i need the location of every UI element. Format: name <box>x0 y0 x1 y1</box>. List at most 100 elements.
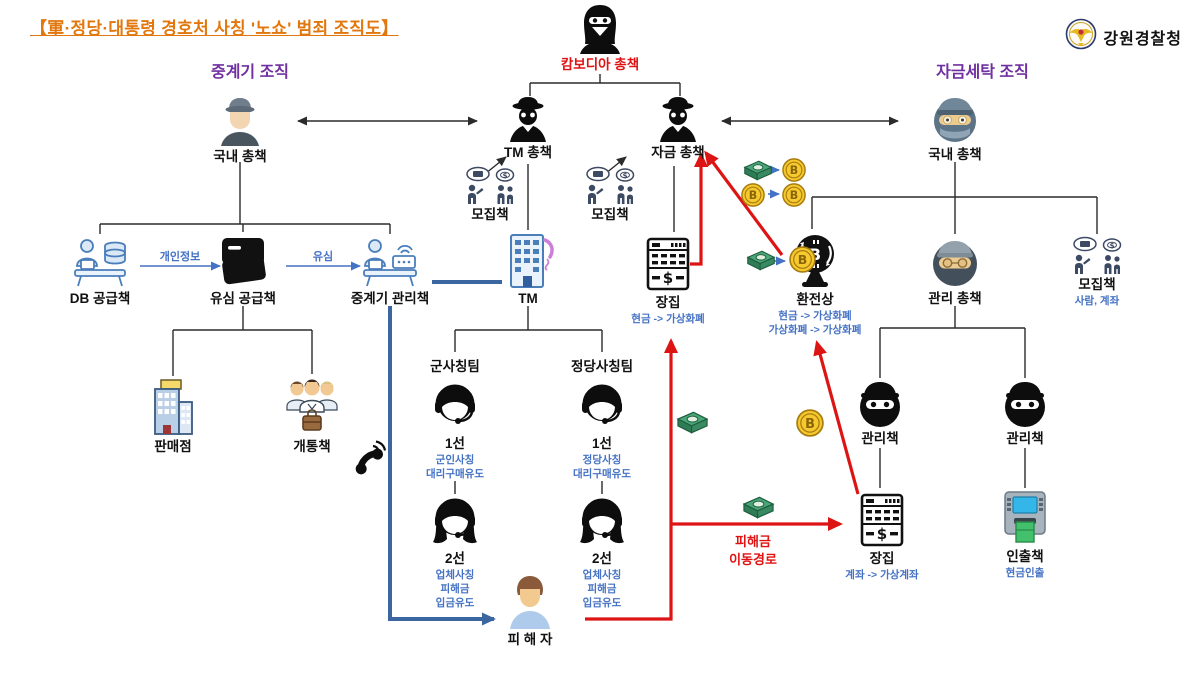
node-label: 장집 <box>655 295 681 310</box>
node-recruiter-tm: $ 모집책 <box>450 166 530 224</box>
node-recruiter-right: $ 모집책 사람, 계좌 <box>1052 236 1142 308</box>
recruiter-icon: $ <box>1071 236 1123 274</box>
svg-text:$: $ <box>877 525 887 543</box>
node-desc: 입금유도 <box>582 596 622 609</box>
svg-text:B: B <box>790 164 798 177</box>
node-desc: 피해금 <box>440 582 470 595</box>
phone-call-icon <box>350 440 387 481</box>
node-label: 1선 <box>592 436 612 451</box>
node-tm-office: TM <box>488 232 568 308</box>
node-recruiter-fund: $ 모집책 <box>570 166 650 224</box>
node-jangjip-cash: $ 장집 현금 -> 가상화폐 <box>603 234 733 326</box>
node-jangjip-account: $ 장집 계좌 -> 가상계좌 <box>817 490 947 582</box>
node-label: 관리책 <box>1006 431 1044 446</box>
svg-text:B: B <box>749 189 757 202</box>
node-desc: 피해금 <box>587 582 617 595</box>
node-label: DB 공급책 <box>69 291 131 306</box>
node-desc: 사람, 계좌 <box>1074 294 1120 307</box>
black-robber-icon <box>1001 380 1049 428</box>
section-laundering-org: 자금세탁 조직 <box>936 64 1029 81</box>
node-label: 인출책 <box>1006 549 1044 564</box>
headset-woman-icon <box>430 496 480 548</box>
black-robber-icon <box>856 380 904 428</box>
person-at-desk-server-icon <box>71 236 129 288</box>
money-bills-icon <box>676 410 709 439</box>
balaclava-robber-icon <box>931 236 979 288</box>
node-label: 중계기 관리책 <box>350 291 430 306</box>
ledger-icon: $ <box>641 234 695 292</box>
svg-text:B: B <box>790 189 798 202</box>
node-desc: 현금 -> 가상화폐 <box>778 309 852 322</box>
police-emblem-icon <box>1065 18 1097 55</box>
edge-label-personal-info: 개인정보 <box>159 251 201 263</box>
money-bills-icon <box>746 249 776 276</box>
node-desc: 군인사칭 <box>435 453 475 466</box>
svg-text:$: $ <box>1110 242 1115 250</box>
node-desc: 업체사칭 <box>582 568 622 581</box>
node-line1-party: 1선 정당사칭 대리구매유도 <box>547 381 657 481</box>
page-title: 【軍·정당·대통령 경호처 사칭 '노쇼' 범죄 조직도】 <box>30 19 399 38</box>
node-label: 모집책 <box>1078 277 1116 292</box>
node-domestic-boss-left: 국내 총책 <box>195 96 285 166</box>
node-line1-military: 1선 군인사칭 대리구매유도 <box>400 381 510 481</box>
node-label: 모집책 <box>591 207 629 222</box>
node-label: 관리 총책 <box>928 291 982 306</box>
node-desc: 현금 -> 가상화폐 <box>631 312 705 325</box>
node-tm-boss: TM 총책 <box>483 96 573 162</box>
fedora-man-icon <box>217 96 263 146</box>
node-manager-2: 관리책 <box>985 380 1065 448</box>
node-withdrawer: 인출책 현금인출 <box>975 490 1075 580</box>
node-label: 국내 총책 <box>928 147 982 162</box>
svg-text:$: $ <box>663 269 673 287</box>
node-label: 유심 공급책 <box>210 291 276 306</box>
node-label: 자금 총책 <box>651 145 705 160</box>
victim-person-icon <box>505 574 555 629</box>
svg-text:$: $ <box>623 172 628 180</box>
bitcoin-icon: B <box>741 183 765 212</box>
bitcoin-icon: B <box>782 158 806 187</box>
edge-label-sim: 유심 <box>312 251 334 263</box>
damage-route-label: 피해금 이동경로 <box>729 534 777 567</box>
node-label: 개통책 <box>293 439 331 454</box>
node-store: 판매점 <box>128 378 218 456</box>
node-label: 국내 총책 <box>213 149 267 164</box>
node-relay-manager: 중계기 관리책 <box>330 236 450 308</box>
person-at-desk-router-icon <box>360 236 420 288</box>
svg-text:$: $ <box>503 172 508 180</box>
section-relay-org: 중계기 조직 <box>210 64 290 81</box>
node-desc: 업체사칭 <box>435 568 475 581</box>
node-desc: 대리구매유도 <box>426 467 484 480</box>
node-label: 관리책 <box>861 431 899 446</box>
node-label: 1선 <box>445 436 465 451</box>
node-desc: 정당사칭 <box>582 453 622 466</box>
spy-icon <box>653 96 703 142</box>
node-desc: 입금유도 <box>435 596 475 609</box>
node-cambodia-boss: 캄보디아 총책 <box>545 4 655 74</box>
headset-woman-icon <box>577 496 627 548</box>
store-building-icon <box>147 378 199 436</box>
money-bills-icon <box>743 159 773 186</box>
atm-icon <box>1000 490 1050 546</box>
node-label: 판매점 <box>154 439 192 454</box>
masked-person-icon <box>577 4 623 54</box>
node-desc: 대리구매유도 <box>573 467 631 480</box>
node-label: TM <box>518 291 538 306</box>
node-desc: 가상화폐 -> 가상화폐 <box>768 323 862 336</box>
team-military-label: 군사칭팀 <box>430 359 480 374</box>
node-victim: 피 해 자 <box>485 574 575 649</box>
node-label: 모집책 <box>471 207 509 222</box>
people-group-briefcase-icon <box>284 376 340 436</box>
bitcoin-icon: B <box>796 409 824 442</box>
node-db-supplier: DB 공급책 <box>45 236 155 308</box>
node-label: 장집 <box>869 551 895 566</box>
sim-card-icon <box>215 234 271 288</box>
node-label: 2선 <box>592 551 612 566</box>
node-label: 환전상 <box>796 292 834 307</box>
spy-icon <box>503 96 553 142</box>
headset-man-icon <box>577 381 627 433</box>
office-building-phone-icon <box>501 232 555 288</box>
node-sim-supplier: 유심 공급책 <box>188 234 298 308</box>
node-domestic-boss-right: 국내 총책 <box>910 94 1000 164</box>
node-fund-boss: 자금 총책 <box>633 96 723 162</box>
node-label: 캄보디아 총책 <box>560 57 640 72</box>
